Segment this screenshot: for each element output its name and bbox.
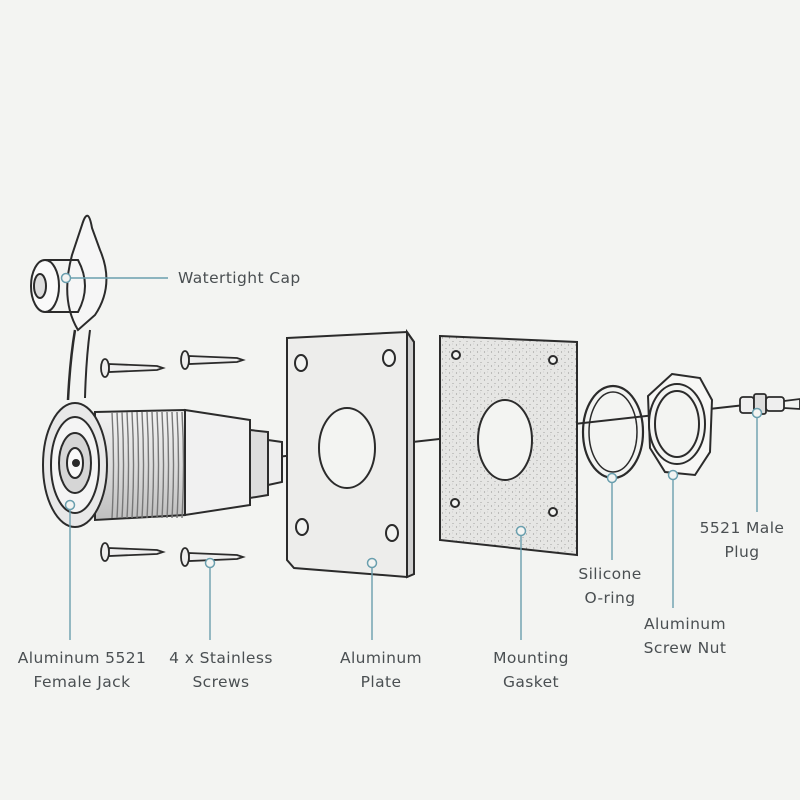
watertight-cap (30, 214, 108, 401)
screw-3 (100, 542, 166, 562)
screw-2 (180, 350, 246, 370)
screws (100, 350, 246, 567)
mounting-gasket (439, 334, 578, 557)
label-mounting-gasket: Mounting Gasket (493, 649, 569, 691)
leader-dots (60, 272, 763, 569)
label-screws: 4 x Stainless Screws (169, 649, 273, 691)
female-jack (42, 402, 283, 528)
label-silicone-oring: Silicone O-ring (578, 565, 642, 607)
silicone-oring (581, 384, 645, 480)
male-plug (739, 393, 800, 415)
screw-4 (180, 547, 246, 567)
screw-1 (100, 358, 166, 378)
aluminum-plate (286, 328, 415, 579)
label-female-jack: Aluminum 5521 Female Jack (17, 649, 147, 691)
label-aluminum-plate: Aluminum Plate (339, 649, 423, 691)
label-watertight-cap: Watertight Cap (178, 269, 301, 287)
label-male-plug: 5521 Male Plug (699, 519, 785, 561)
leader-lines (66, 277, 758, 640)
aluminum-screw-nut (646, 372, 714, 477)
label-screw-nut: Aluminum Screw Nut (643, 615, 727, 657)
oring-inner-edge (588, 391, 638, 473)
